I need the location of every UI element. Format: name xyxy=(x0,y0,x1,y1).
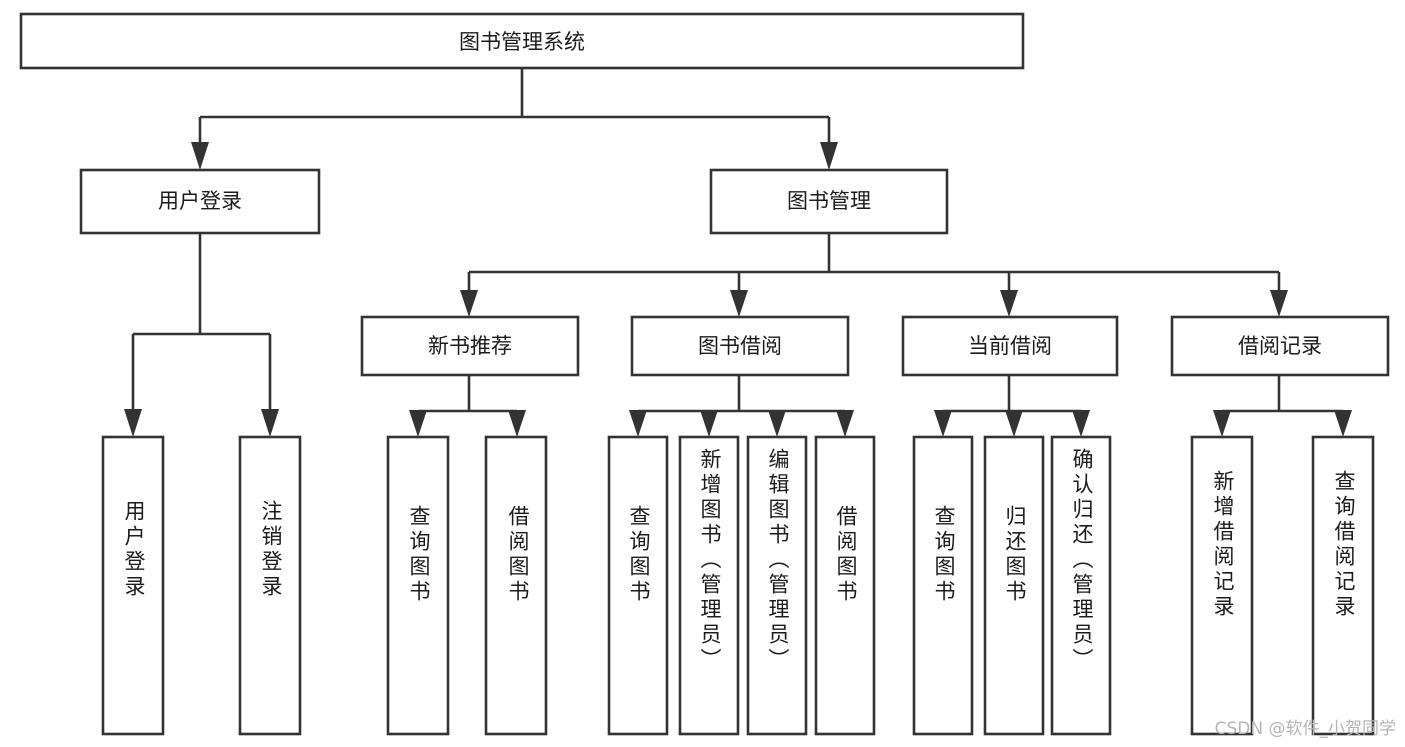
arrow-head-leaf-confirm-return-admin xyxy=(1072,410,1090,437)
arrow-head-new-book-recommend xyxy=(460,290,478,317)
arrow-head-leaf-add-borrow-record xyxy=(1213,410,1231,437)
node-label-leaf-add-book-admin: 新增图书（管理员） xyxy=(698,448,722,673)
arrow-head-borrow-record xyxy=(1270,290,1288,317)
node-label-leaf-query-book-borrow: 查询图书 xyxy=(627,505,651,605)
node-leaf-add-borrow-record[interactable]: 新增借阅记录 xyxy=(1190,435,1254,736)
node-leaf-borrow-book-recommend[interactable]: 借阅图书 xyxy=(484,435,548,736)
node-book-borrow[interactable]: 图书借阅 xyxy=(630,315,850,377)
node-box-leaf-borrow-book-recommend[interactable] xyxy=(484,435,548,736)
node-label-leaf-user-logout: 注销登录 xyxy=(259,500,283,600)
arrow-head-current-borrow xyxy=(1000,290,1018,317)
node-box-user-login[interactable] xyxy=(79,168,321,235)
node-leaf-confirm-return-admin[interactable]: 确认归还（管理员） xyxy=(1050,435,1112,736)
node-label-leaf-borrow-book-borrow: 借阅图书 xyxy=(834,505,858,605)
arrow-head-leaf-edit-book-admin xyxy=(768,410,786,437)
arrow-head-leaf-user-logout xyxy=(261,409,279,437)
node-box-book-manage[interactable] xyxy=(709,168,949,235)
arrow-head-leaf-borrow-book-rec xyxy=(508,410,526,437)
arrow-head-user-login xyxy=(191,142,209,170)
node-box-leaf-add-book-admin[interactable] xyxy=(678,435,740,736)
node-label-book-manage: 图书管理 xyxy=(787,189,871,213)
node-box-leaf-query-borrow-record[interactable] xyxy=(1311,435,1375,736)
csdn-watermark: CSDN @软件_小贺同学 xyxy=(1215,719,1396,739)
node-box-current-borrow[interactable] xyxy=(901,315,1119,377)
node-leaf-query-book-borrow[interactable]: 查询图书 xyxy=(607,435,669,736)
node-box-leaf-return-book[interactable] xyxy=(983,435,1045,736)
node-label-leaf-query-book-current: 查询图书 xyxy=(932,505,956,605)
node-leaf-query-borrow-record[interactable]: 查询借阅记录 xyxy=(1311,435,1375,736)
node-current-borrow[interactable]: 当前借阅 xyxy=(901,315,1119,377)
node-box-leaf-edit-book-admin[interactable] xyxy=(746,435,808,736)
arrow-head-leaf-borrow-book-bor xyxy=(836,410,854,437)
node-new-book-recommend[interactable]: 新书推荐 xyxy=(360,315,580,377)
node-box-book-borrow[interactable] xyxy=(630,315,850,377)
arrow-head-leaf-user-login xyxy=(124,409,142,437)
node-box-leaf-borrow-book-borrow[interactable] xyxy=(814,435,876,736)
node-box-leaf-user-logout[interactable] xyxy=(238,435,302,736)
arrow-head-book-borrow xyxy=(730,290,748,317)
node-label-leaf-query-borrow-record: 查询借阅记录 xyxy=(1332,470,1356,620)
node-user-login[interactable]: 用户登录 xyxy=(79,168,321,235)
node-box-root[interactable] xyxy=(19,12,1025,70)
node-box-leaf-add-borrow-record[interactable] xyxy=(1190,435,1254,736)
node-label-borrow-record: 借阅记录 xyxy=(1238,334,1322,358)
connector-layer xyxy=(124,68,1352,437)
node-label-leaf-add-borrow-record: 新增借阅记录 xyxy=(1211,470,1235,620)
node-leaf-add-book-admin[interactable]: 新增图书（管理员） xyxy=(678,435,740,736)
node-label-leaf-user-login: 用户登录 xyxy=(122,500,146,600)
node-borrow-record[interactable]: 借阅记录 xyxy=(1170,315,1390,377)
node-leaf-user-logout[interactable]: 注销登录 xyxy=(238,435,302,736)
node-box-leaf-query-book-current[interactable] xyxy=(912,435,974,736)
node-box-leaf-user-login[interactable] xyxy=(101,435,165,736)
node-label-leaf-return-book: 归还图书 xyxy=(1003,505,1027,605)
node-label-user-login: 用户登录 xyxy=(158,189,242,213)
node-box-borrow-record[interactable] xyxy=(1170,315,1390,377)
node-leaf-edit-book-admin[interactable]: 编辑图书（管理员） xyxy=(746,435,808,736)
node-leaf-borrow-book-borrow[interactable]: 借阅图书 xyxy=(814,435,876,736)
arrow-head-leaf-query-book-bor xyxy=(629,410,647,437)
node-leaf-query-book-current[interactable]: 查询图书 xyxy=(912,435,974,736)
node-root-book-management-system[interactable]: 图书管理系统 xyxy=(19,12,1025,70)
arrow-head-book-manage xyxy=(820,142,838,170)
node-leaf-query-book-recommend[interactable]: 查询图书 xyxy=(386,435,450,736)
node-box-leaf-confirm-return-admin[interactable] xyxy=(1050,435,1112,736)
arrow-head-leaf-add-book-admin xyxy=(700,410,718,437)
node-label-leaf-borrow-book-recommend: 借阅图书 xyxy=(506,505,530,605)
arrow-head-leaf-query-book-rec xyxy=(409,410,427,437)
node-label-current-borrow: 当前借阅 xyxy=(968,334,1052,358)
arrow-head-leaf-query-borrow-record xyxy=(1334,410,1352,437)
node-box-new-book-recommend[interactable] xyxy=(360,315,580,377)
node-leaf-user-login[interactable]: 用户登录 xyxy=(101,435,165,736)
node-label-new-book-recommend: 新书推荐 xyxy=(428,334,512,358)
node-book-manage[interactable]: 图书管理 xyxy=(709,168,949,235)
node-label-root: 图书管理系统 xyxy=(459,30,585,54)
node-box-leaf-query-book-recommend[interactable] xyxy=(386,435,450,736)
arrow-head-leaf-query-book-cur xyxy=(934,410,952,437)
node-label-leaf-confirm-return-admin: 确认归还（管理员） xyxy=(1070,448,1094,673)
node-label-book-borrow: 图书借阅 xyxy=(698,334,782,358)
node-label-leaf-query-book-recommend: 查询图书 xyxy=(407,505,431,605)
node-label-leaf-edit-book-admin: 编辑图书（管理员） xyxy=(766,448,790,673)
arrow-head-leaf-return-book xyxy=(1005,410,1023,437)
node-box-leaf-query-book-borrow[interactable] xyxy=(607,435,669,736)
node-leaf-return-book[interactable]: 归还图书 xyxy=(983,435,1045,736)
